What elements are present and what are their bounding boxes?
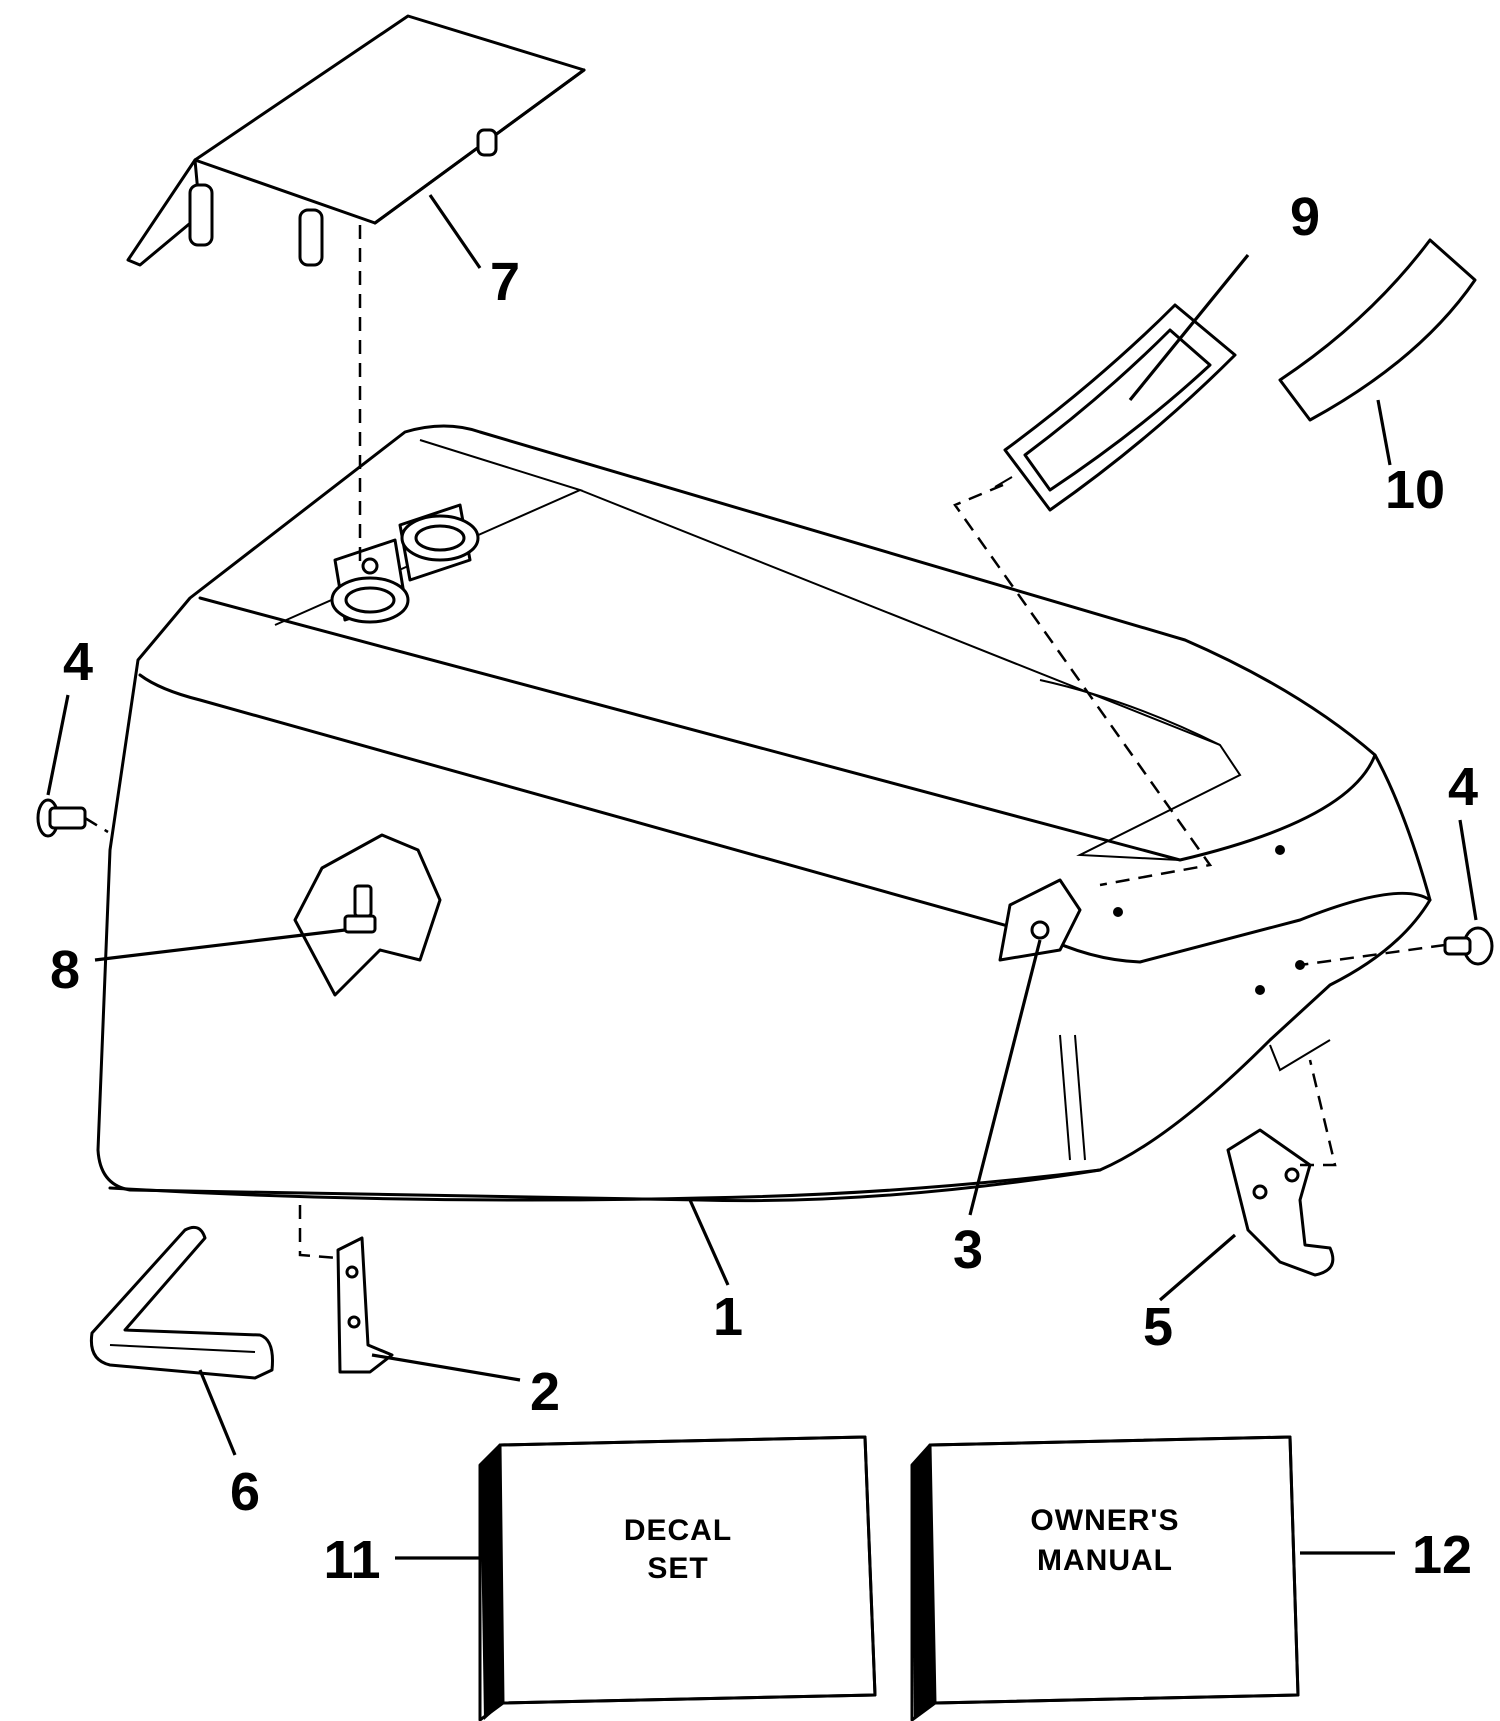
callout-8: 8 — [50, 940, 80, 1000]
push-pin-left-part-4 — [36, 798, 109, 838]
latch-plate-part-3 — [998, 878, 1082, 962]
trim-seal-part-6 — [89, 1225, 274, 1380]
bracket-part-8 — [293, 833, 442, 997]
hook-bracket-part-5 — [1226, 1128, 1335, 1277]
callout-7: 7 — [490, 252, 520, 312]
callout-3: 3 — [953, 1220, 983, 1280]
l-bracket-part-2 — [336, 1236, 394, 1374]
callout-2: 2 — [530, 1362, 560, 1422]
owners-manual-box-part-12 — [910, 1435, 1300, 1721]
callout-4-left: 4 — [63, 632, 93, 692]
callout-11: 11 — [323, 1530, 380, 1590]
dashline-part-2 — [298, 1205, 339, 1260]
leader-lines — [46, 194, 1478, 1560]
decal-set-label-line1: DECAL — [624, 1514, 732, 1547]
callout-1: 1 — [713, 1287, 743, 1347]
decal-set-label-line2: SET — [647, 1552, 708, 1585]
cover-top-sockets — [330, 503, 480, 624]
callout-10: 10 — [1385, 460, 1445, 520]
decal-strip-part-10 — [1278, 238, 1477, 422]
callout-4-right: 4 — [1448, 757, 1478, 817]
decal-set-box-part-11 — [478, 1435, 877, 1721]
top-cap-part-7 — [126, 14, 586, 267]
callout-6: 6 — [230, 1462, 260, 1522]
dashline-part-5 — [1300, 1059, 1337, 1167]
dashline-part-9 — [953, 483, 1213, 887]
owners-manual-label-line1: OWNER'S — [1030, 1504, 1179, 1537]
owners-manual-label-line2: MANUAL — [1037, 1544, 1173, 1577]
grommet-part-9 — [994, 303, 1237, 512]
callout-9: 9 — [1290, 187, 1320, 247]
engine-cover-part-1 — [96, 424, 1432, 1203]
callout-12: 12 — [1412, 1525, 1472, 1585]
callout-5: 5 — [1143, 1297, 1173, 1357]
push-pin-right-part-4 — [1299, 926, 1494, 967]
